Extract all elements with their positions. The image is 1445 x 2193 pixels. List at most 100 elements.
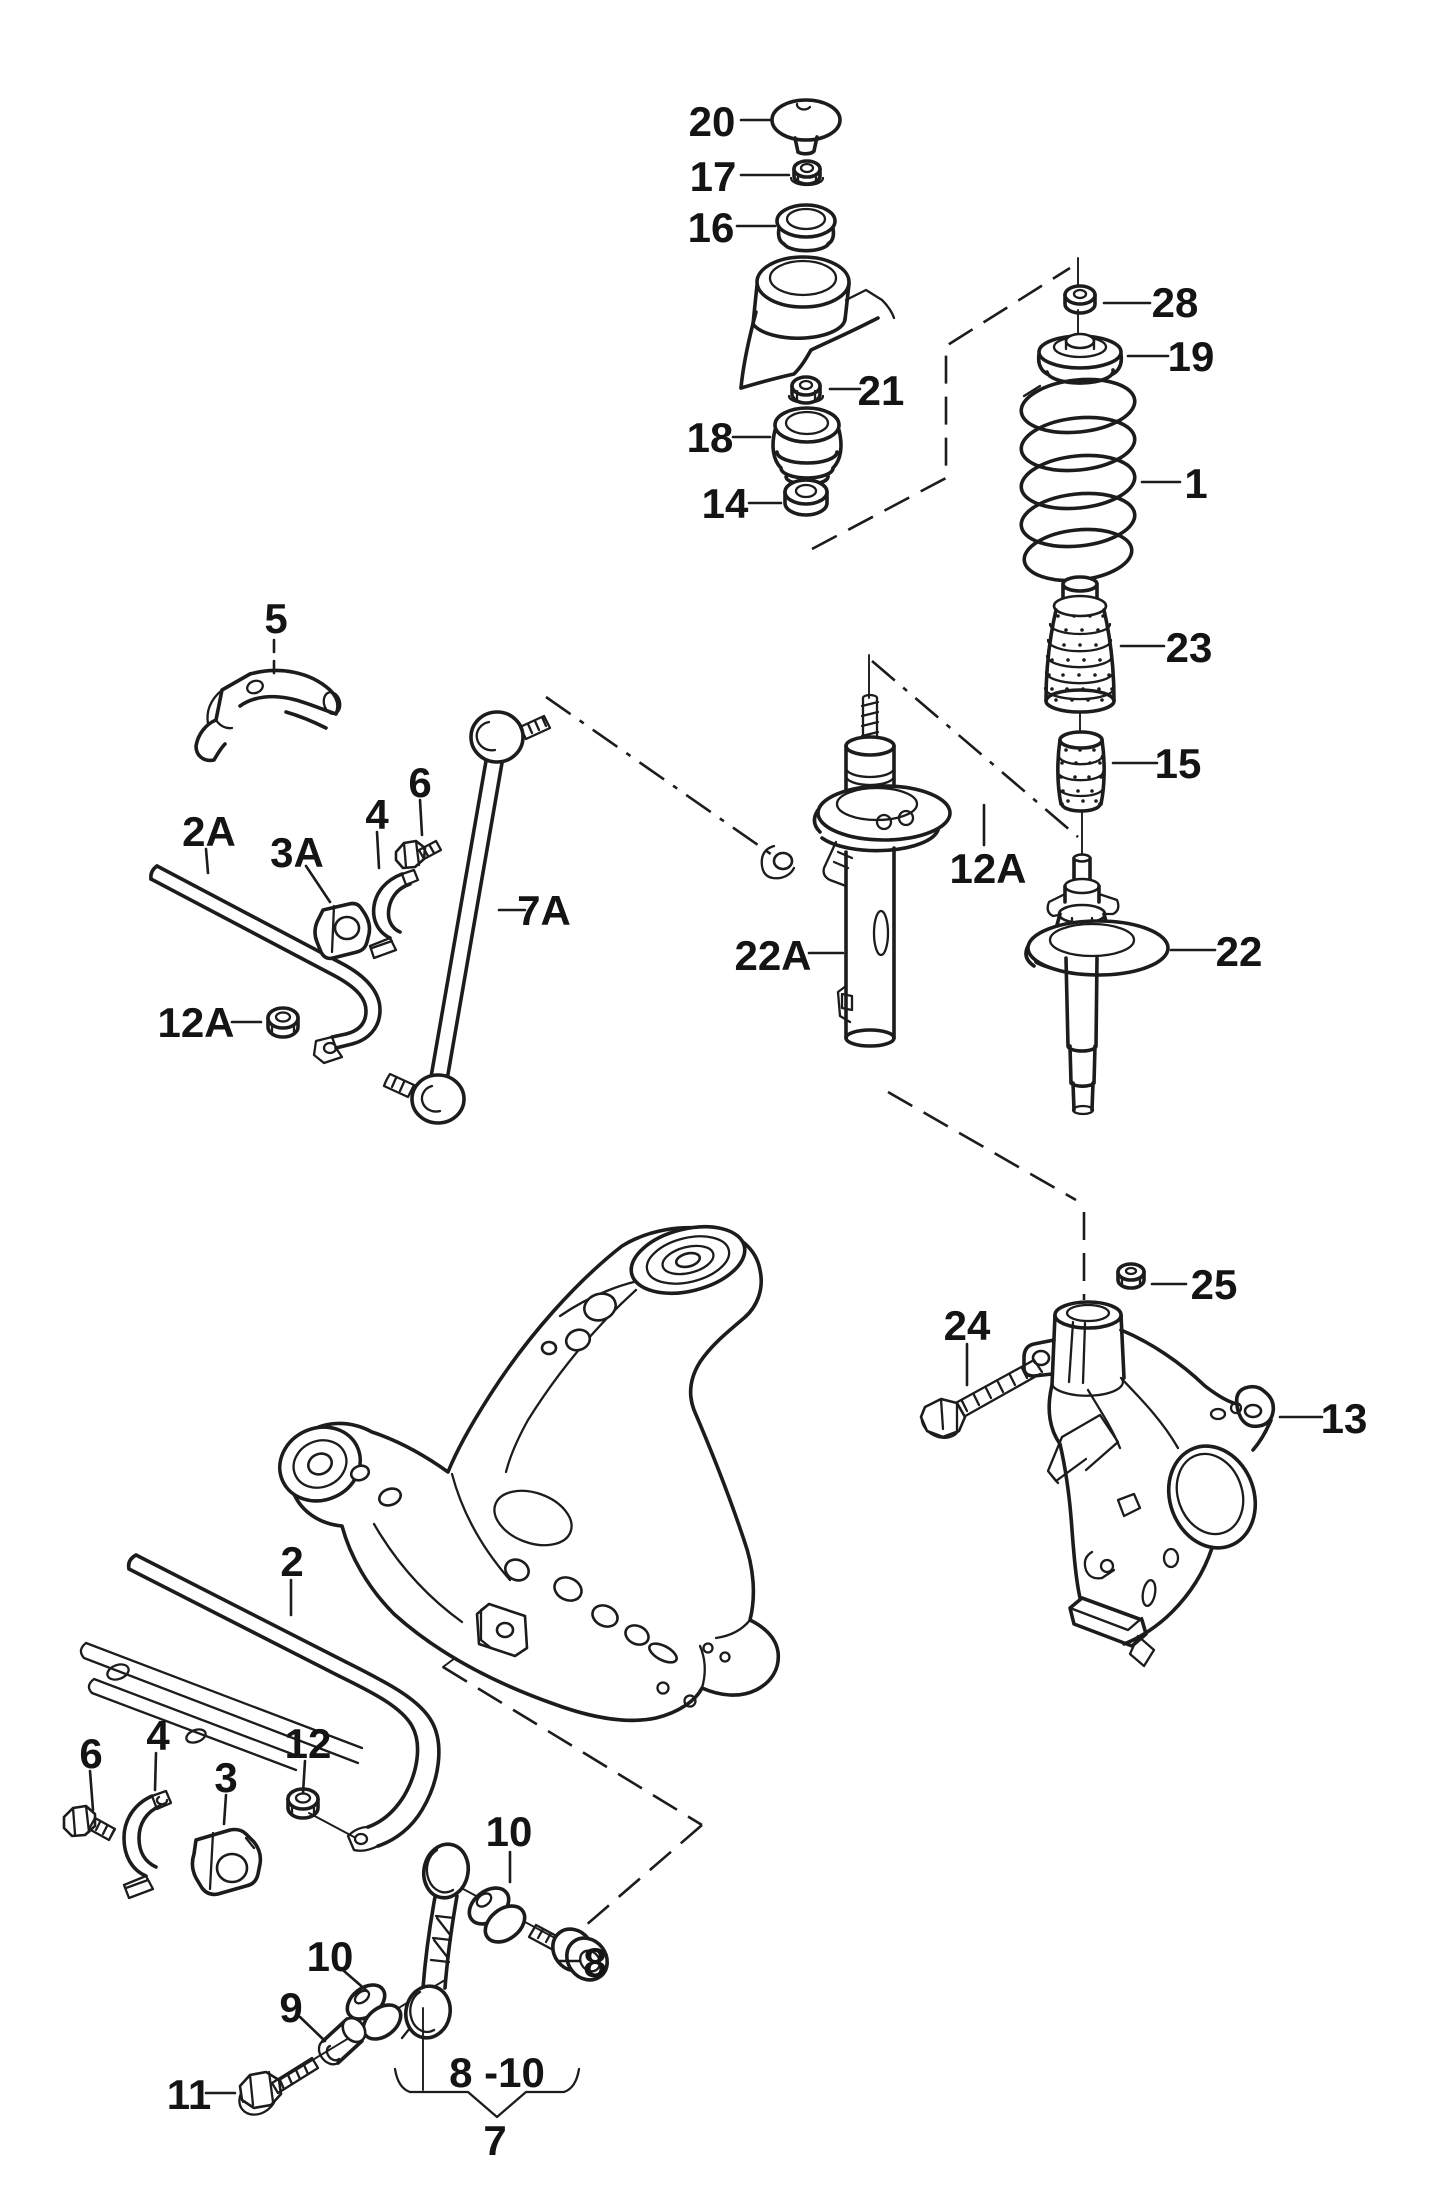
texture-dot xyxy=(1096,628,1100,632)
texture-dot xyxy=(1107,673,1111,677)
texture-dot xyxy=(1097,687,1101,691)
bushing-part-10-right xyxy=(467,1886,527,1944)
bolt-part-24 xyxy=(919,1358,1044,1439)
leader-line-10-left xyxy=(342,1969,369,1993)
part-label-7A: 7A xyxy=(517,887,571,934)
leader-line-2A xyxy=(204,847,210,875)
texture-dot xyxy=(1054,698,1058,702)
part-label-16: 16 xyxy=(688,204,735,251)
texture-dot xyxy=(1090,789,1094,793)
part-label-10-left: 10 xyxy=(307,1933,354,1980)
texture-dot xyxy=(1078,643,1082,647)
part-label-23: 23 xyxy=(1166,624,1213,671)
leader-line-12 xyxy=(301,1759,307,1795)
stabilizer-bar-part-2a xyxy=(149,864,382,1065)
strut-part-22a xyxy=(760,654,952,1048)
nut-part-12a-left xyxy=(266,1006,300,1039)
bushing-part-10-left xyxy=(345,1983,403,2041)
texture-dot xyxy=(1098,761,1102,765)
texture-dot xyxy=(1065,687,1069,691)
texture-dot xyxy=(1064,628,1068,632)
texture-dot xyxy=(1072,614,1076,618)
part-label-10-right: 10 xyxy=(486,1808,533,1855)
texture-dot xyxy=(1101,614,1105,618)
texture-dot xyxy=(1061,673,1065,677)
texture-dot xyxy=(1066,799,1070,803)
part-label-25: 25 xyxy=(1191,1261,1238,1308)
texture-dot xyxy=(1070,698,1074,702)
part-label-4-top: 4 xyxy=(365,791,389,838)
stabilizer-link-part-7a xyxy=(382,710,552,1125)
ring-part-14 xyxy=(783,478,829,517)
bump-stop-part-15 xyxy=(1056,730,1106,813)
control-arm-assembly xyxy=(79,1225,781,1772)
texture-dot xyxy=(1077,673,1081,677)
boot-dot-texture xyxy=(1047,614,1114,702)
part-label-19: 19 xyxy=(1168,333,1215,380)
texture-dot xyxy=(1098,658,1102,662)
leader-line-4-bottom xyxy=(153,1751,158,1792)
texture-dot xyxy=(1047,673,1051,677)
part-label-12: 12 xyxy=(285,1720,332,1767)
bolt-part-6-bottom xyxy=(62,1804,117,1842)
part-label-4-bottom: 4 xyxy=(146,1712,170,1759)
part-label-8: 8 xyxy=(583,1939,606,1986)
leader-line-3A xyxy=(304,864,332,904)
texture-dot xyxy=(1087,775,1091,779)
texture-dot xyxy=(1050,687,1054,691)
dust-boot-part-23 xyxy=(1043,575,1116,714)
texture-dot xyxy=(1064,748,1068,752)
part-label-12A-left: 12A xyxy=(157,999,234,1046)
texture-dot xyxy=(1099,775,1103,779)
stabilizer-front-cluster xyxy=(149,668,552,1125)
bar-clamp-block xyxy=(475,1602,529,1658)
texture-dot xyxy=(1074,761,1078,765)
texture-dot xyxy=(1059,775,1063,779)
group-bracket-7 xyxy=(393,2007,581,2119)
part-label-18: 18 xyxy=(687,414,734,461)
part-label-28: 28 xyxy=(1152,279,1199,326)
part-label-21: 21 xyxy=(858,367,905,414)
texture-dot xyxy=(1073,775,1077,779)
texture-dot xyxy=(1076,789,1080,793)
texture-dot xyxy=(1100,698,1104,702)
nut-part-28 xyxy=(1063,284,1097,315)
texture-dot xyxy=(1094,799,1098,803)
nut-part-17 xyxy=(789,159,825,187)
construction-lines xyxy=(442,266,1086,1959)
texture-dot xyxy=(1078,748,1082,752)
texture-dot xyxy=(1080,628,1084,632)
wishbone-part-body xyxy=(277,1225,781,1723)
bump-stop-dot-texture xyxy=(1059,748,1103,803)
link-part-7 xyxy=(400,1842,471,2040)
texture-dot xyxy=(1092,748,1096,752)
part-label-6-top: 6 xyxy=(408,759,431,806)
leader-line-4-top xyxy=(375,830,381,870)
texture-dot xyxy=(1062,643,1066,647)
stabilizer-bar-part-2 xyxy=(126,1553,441,1852)
strut-mount-stack xyxy=(739,98,896,517)
bushing-part-16 xyxy=(775,203,837,253)
part-label-8-10: 8 -10 xyxy=(449,2049,545,2096)
part-label-20: 20 xyxy=(689,98,736,145)
sleeve-part-9 xyxy=(317,2016,367,2066)
texture-dot xyxy=(1060,761,1064,765)
bolt-part-11 xyxy=(238,2056,320,2116)
bolt-part-6-top xyxy=(394,839,443,870)
part-label-6-bottom: 6 xyxy=(79,1730,102,1777)
knuckle-part-13 xyxy=(919,1262,1276,1668)
part-label-22A: 22A xyxy=(734,932,811,979)
texture-dot xyxy=(1050,658,1054,662)
texture-dot xyxy=(1082,658,1086,662)
texture-dot xyxy=(1050,628,1054,632)
leader-line-6-top xyxy=(418,798,424,837)
texture-dot xyxy=(1106,628,1110,632)
clamp-part-4-top xyxy=(368,868,420,960)
part-label-17: 17 xyxy=(690,153,737,200)
texture-dot xyxy=(1108,643,1112,647)
subframe-rails xyxy=(79,1641,364,1772)
texture-dot xyxy=(1088,761,1092,765)
